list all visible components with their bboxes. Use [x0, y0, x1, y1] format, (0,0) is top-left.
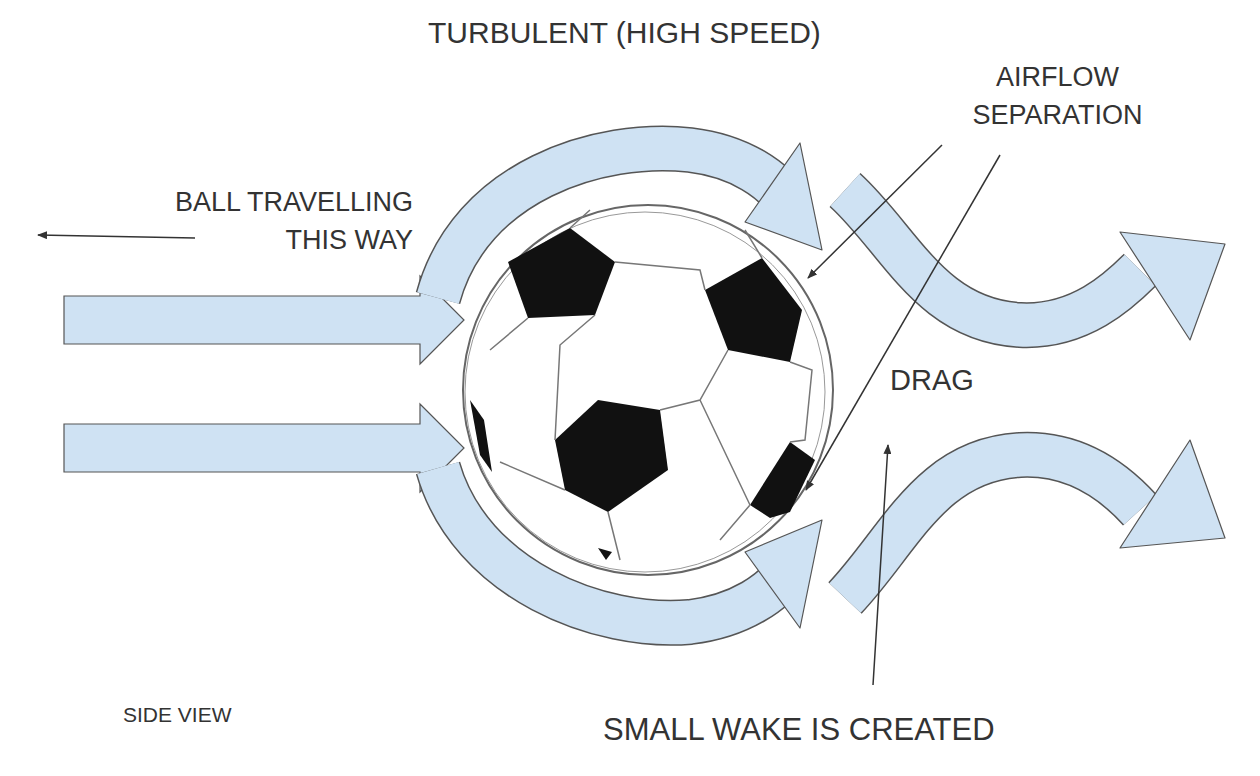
airflow-arrow	[438, 143, 822, 298]
wake-arrow	[845, 440, 1225, 598]
leader-line	[806, 155, 1000, 490]
direction-arrow	[38, 235, 195, 238]
airflow-arrow	[438, 468, 822, 628]
callout-label: SMALL WAKE IS CREATED	[603, 708, 995, 752]
direction-label: BALL TRAVELLING THIS WAY	[110, 183, 413, 260]
leader-line	[873, 445, 888, 685]
soccer-ball	[463, 205, 833, 575]
diagram-title: TURBULENT (HIGH SPEED)	[428, 12, 821, 55]
force-label: DRAG	[890, 360, 974, 401]
callout-label: AIRFLOW SEPARATION	[945, 58, 1170, 135]
wake-arrow	[845, 190, 1225, 340]
leader-line	[808, 145, 942, 278]
view-label: SIDE VIEW	[123, 700, 232, 730]
airflow-arrow	[64, 404, 464, 492]
airflow-arrow	[64, 276, 464, 364]
